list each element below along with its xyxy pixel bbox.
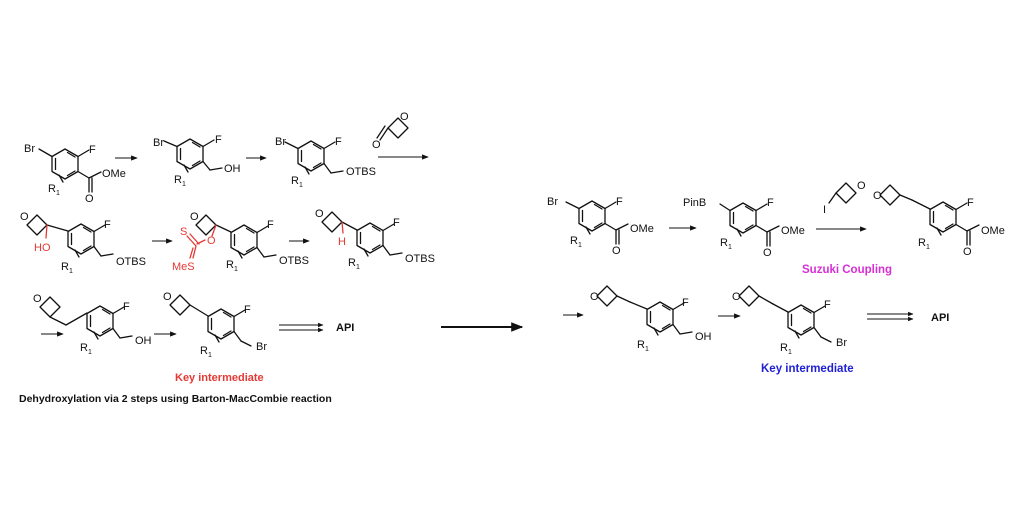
reagent-iodo-oxetane <box>828 182 857 204</box>
atom-o: O <box>315 208 324 220</box>
atom-o: O <box>33 293 42 305</box>
atom-o: O <box>732 291 741 303</box>
atom-h: H <box>338 236 346 248</box>
mol-benzyl-bromide-left <box>169 294 252 347</box>
mol-oxetanyl-alcohol-left <box>39 296 133 340</box>
atom-o: O <box>20 211 29 223</box>
atom-r1: R1 <box>80 342 92 356</box>
atom-f: F <box>682 297 689 309</box>
atom-o: O <box>400 111 409 123</box>
atom-o: O <box>590 291 599 303</box>
atom-f: F <box>89 144 96 156</box>
mol-bromo-ester-1 <box>38 148 102 193</box>
atom-oh: OH <box>695 331 712 343</box>
atom-oh: OH <box>135 335 152 347</box>
atom-o: O <box>857 180 866 192</box>
atom-br: Br <box>547 196 558 208</box>
api-label-right: API <box>931 312 949 324</box>
mol-boronate-ester <box>719 202 780 247</box>
atom-r1: R1 <box>570 235 582 249</box>
atom-o: O <box>85 193 94 205</box>
atom-oh: OH <box>224 163 241 175</box>
atom-otbs: OTBS <box>279 255 309 267</box>
atom-f: F <box>767 197 774 209</box>
mol-bromo-otbs <box>284 140 344 175</box>
reagent-oxetanone <box>376 117 409 141</box>
atom-f: F <box>335 136 342 148</box>
suzuki-coupling-label: Suzuki Coupling <box>802 264 892 276</box>
atom-f: F <box>267 219 274 231</box>
mol-bromo-ester-2 <box>565 200 629 245</box>
atom-r1: R1 <box>918 237 930 251</box>
mol-oxetanyl-alcohol-right <box>596 285 693 336</box>
atom-ome: OMe <box>102 168 126 180</box>
atom-f: F <box>104 219 111 231</box>
atom-o: O <box>372 139 381 151</box>
atom-ome: OMe <box>630 223 654 235</box>
atom-o: O <box>612 245 621 257</box>
key-intermediate-label-right: Key intermediate <box>761 363 854 375</box>
atom-o: O <box>873 190 882 202</box>
atom-r1: R1 <box>48 183 60 197</box>
atom-f: F <box>123 301 130 313</box>
atom-o: O <box>163 291 172 303</box>
atom-o: O <box>763 247 772 259</box>
atom-r1: R1 <box>720 237 732 251</box>
mol-deoxygenated-otbs <box>321 211 403 257</box>
atom-r1: R1 <box>226 259 238 273</box>
atom-otbs: OTBS <box>116 256 146 268</box>
atom-r1: R1 <box>348 257 360 271</box>
api-label-left: API <box>336 322 354 334</box>
atom-s: S <box>180 226 187 238</box>
mol-oxetanyl-ester <box>879 184 980 246</box>
atom-o: O <box>207 235 216 247</box>
atom-br: Br <box>153 137 164 149</box>
atom-o: O <box>963 246 972 258</box>
atom-i: I <box>823 204 826 216</box>
atom-f: F <box>215 134 222 146</box>
atom-r1: R1 <box>61 261 73 275</box>
atom-r1: R1 <box>637 339 649 353</box>
key-intermediate-label-left: Key intermediate <box>175 372 264 384</box>
atom-br: Br <box>256 341 267 353</box>
atom-br: Br <box>836 337 847 349</box>
atom-ho: HO <box>34 242 51 254</box>
atom-f: F <box>393 217 400 229</box>
route-caption: Dehydroxylation via 2 steps using Barton… <box>19 393 332 405</box>
atom-f: F <box>824 299 831 311</box>
atom-f: F <box>616 196 623 208</box>
mol-oxetanol <box>26 214 114 258</box>
mol-xanthate <box>186 214 277 259</box>
atom-r1: R1 <box>780 342 792 356</box>
atom-ome: OMe <box>981 225 1005 237</box>
atom-f: F <box>244 304 251 316</box>
atom-br: Br <box>24 143 35 155</box>
atom-r1: R1 <box>174 174 186 188</box>
atom-o: O <box>190 211 199 223</box>
atom-r1: R1 <box>200 345 212 359</box>
atom-f: F <box>967 197 974 209</box>
atom-r1: R1 <box>291 175 303 189</box>
mol-benzyl-bromide-right <box>738 285 832 343</box>
atom-br: Br <box>275 136 286 148</box>
atom-otbs: OTBS <box>346 166 376 178</box>
atom-otbs: OTBS <box>405 253 435 265</box>
atom-mes: MeS <box>172 261 195 273</box>
atom-pinb: PinB <box>683 197 706 209</box>
mol-bromo-alcohol <box>163 138 223 173</box>
atom-ome: OMe <box>781 225 805 237</box>
